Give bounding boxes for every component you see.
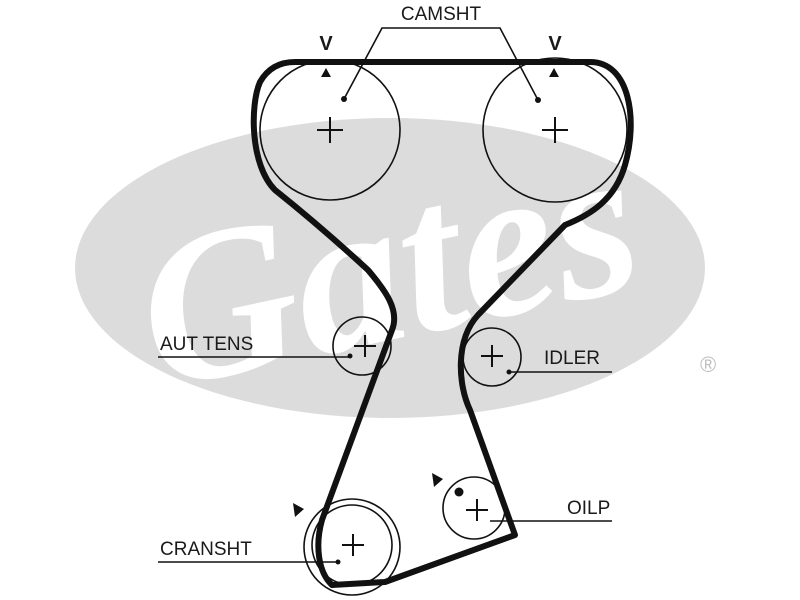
oil-pump-triangle: [432, 473, 443, 487]
oil-pump-dot: [454, 487, 464, 497]
idler-center-mark: [481, 345, 503, 367]
camshaft-label: CAMSHT: [401, 4, 482, 25]
crankshaft-triangle: [293, 503, 304, 517]
tensioner-center-mark: [354, 335, 376, 357]
oil-pump-label: OILP: [567, 498, 610, 519]
camshaft-right-triangle: [549, 68, 559, 77]
registered-mark: ®: [700, 352, 716, 377]
camshaft-pulley-right: [482, 57, 628, 203]
timing-mark-right: V: [548, 33, 562, 55]
crankshaft-outer-ring: [303, 498, 401, 596]
auto-tensioner-label: AUT TENS: [160, 334, 253, 355]
crankshaft-center-mark: [342, 534, 364, 556]
timing-mark-left: V: [319, 33, 333, 55]
auto-tensioner-pulley: [332, 316, 392, 376]
oil-pump-center-mark: [466, 499, 488, 521]
logo-ellipse: [75, 118, 705, 418]
camshaft-right-center-mark: [542, 117, 568, 143]
camshaft-leader: [343, 27, 539, 101]
timing-belt: [250, 59, 634, 588]
camshaft-left-center-mark: [317, 117, 343, 143]
idler-label: IDLER: [544, 348, 600, 369]
crankshaft-label: CRANSHT: [160, 539, 252, 560]
camshaft-left-triangle: [321, 68, 331, 77]
gates-logo-watermark: Gates ®: [75, 97, 716, 435]
